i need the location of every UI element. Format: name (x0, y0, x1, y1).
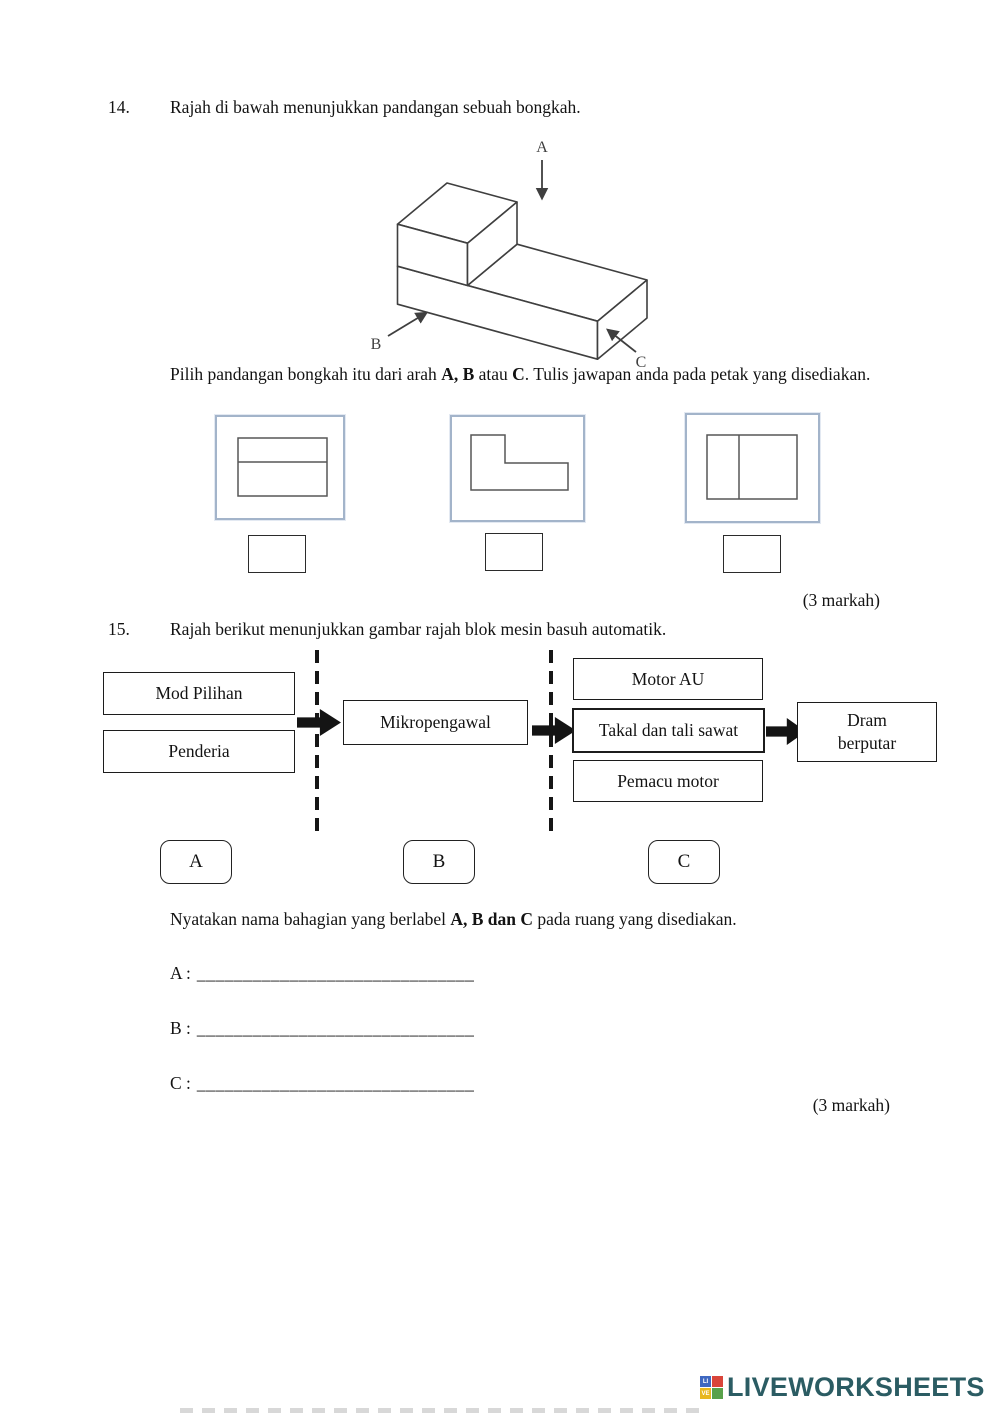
answer-line-a-blank[interactable]: ______________________________ (196, 963, 475, 983)
q15-instr-bold-abc: A, B dan C (450, 909, 534, 929)
answer-line-a-label: A : (170, 963, 191, 983)
flow-arrow-2 (532, 717, 576, 744)
logo-tile-1: LI (700, 1376, 711, 1387)
q15-instr-part1: Nyatakan nama bahagian yang berlabel (170, 909, 451, 929)
q15-number: 15. (108, 619, 130, 639)
q14-number: 14. (108, 97, 130, 117)
q14-instr-part3: . Tulis jawapan anda pada petak yang dis… (524, 364, 871, 384)
q15-prompt: Rajah berikut menunjukkan gambar rajah b… (170, 619, 667, 639)
view-drawing-1 (237, 437, 328, 497)
page-bottom-text-cutoff (180, 1408, 700, 1413)
block-pemacu-motor: Pemacu motor (573, 760, 763, 802)
view-arrow-c (606, 328, 637, 353)
logo-tile-2 (712, 1376, 723, 1387)
view-option-3 (685, 413, 820, 523)
q14-instr-part1: Pilih pandangan bongkah itu dari arah (170, 364, 442, 384)
block-penderia: Penderia (103, 730, 295, 773)
answer-line-c-label: C : (170, 1073, 191, 1093)
section-label-c: C (648, 840, 720, 884)
view-drawing-3 (706, 434, 798, 500)
q14-instruction: Pilih pandangan bongkah itu dari arah A,… (170, 362, 892, 387)
block-takal-dan-tali-sawat: Takal dan tali sawat (572, 708, 765, 753)
view-arrow-b (387, 311, 429, 337)
divider-dashed-2 (549, 650, 553, 832)
answer-box-1[interactable] (248, 535, 306, 573)
q15-instr-part2: pada ruang yang disediakan. (533, 909, 737, 929)
q14-instr-bold-ab: A, B (441, 364, 475, 384)
q14-block-figure: A B C (371, 139, 648, 371)
liveworksheets-logo[interactable]: LI VE LIVEWORKSHEETS (700, 1372, 985, 1403)
block-mod-pilihan: Mod Pilihan (103, 672, 295, 715)
liveworksheets-icon: LI VE (700, 1376, 723, 1399)
answer-line-a[interactable]: A :______________________________ (170, 963, 474, 984)
section-label-a: A (160, 840, 232, 884)
answer-box-3[interactable] (723, 535, 781, 573)
q15-marks: (3 markah) (812, 1095, 890, 1115)
answer-line-c[interactable]: C :______________________________ (170, 1073, 474, 1094)
figure-label-a: A (536, 139, 548, 156)
section-label-b: B (403, 840, 475, 884)
view-option-2 (450, 415, 585, 522)
q14-prompt: Rajah di bawah menunjukkan pandangan seb… (170, 97, 581, 117)
logo-tile-3: VE (700, 1388, 711, 1399)
figure-label-c: C (636, 354, 647, 371)
answer-line-b[interactable]: B :______________________________ (170, 1018, 474, 1039)
block-shape (396, 182, 648, 360)
q14-instr-part2: atau (474, 364, 513, 384)
q14-instr-bold-c: C (512, 364, 525, 384)
logo-tile-4 (712, 1388, 723, 1399)
liveworksheets-wordmark: LIVEWORKSHEETS (727, 1372, 985, 1402)
answer-line-c-blank[interactable]: ______________________________ (196, 1073, 475, 1093)
divider-dashed-1 (315, 650, 319, 832)
answer-line-b-label: B : (170, 1018, 191, 1038)
block-dram-label: Dram berputar (837, 710, 897, 753)
figure-label-b: B (371, 336, 382, 353)
flow-arrow-1 (297, 709, 341, 736)
view-option-1 (215, 415, 345, 520)
answer-line-b-blank[interactable]: ______________________________ (196, 1018, 475, 1038)
block-dram-berputar: Dram berputar (797, 702, 937, 762)
q15-instruction: Nyatakan nama bahagian yang berlabel A, … (170, 907, 910, 932)
block-motor-au: Motor AU (573, 658, 763, 700)
answer-box-2[interactable] (485, 533, 543, 571)
view-drawing-2 (470, 434, 569, 491)
block-mikropengawal: Mikropengawal (343, 700, 528, 745)
q14-marks: (3 markah) (802, 590, 880, 610)
